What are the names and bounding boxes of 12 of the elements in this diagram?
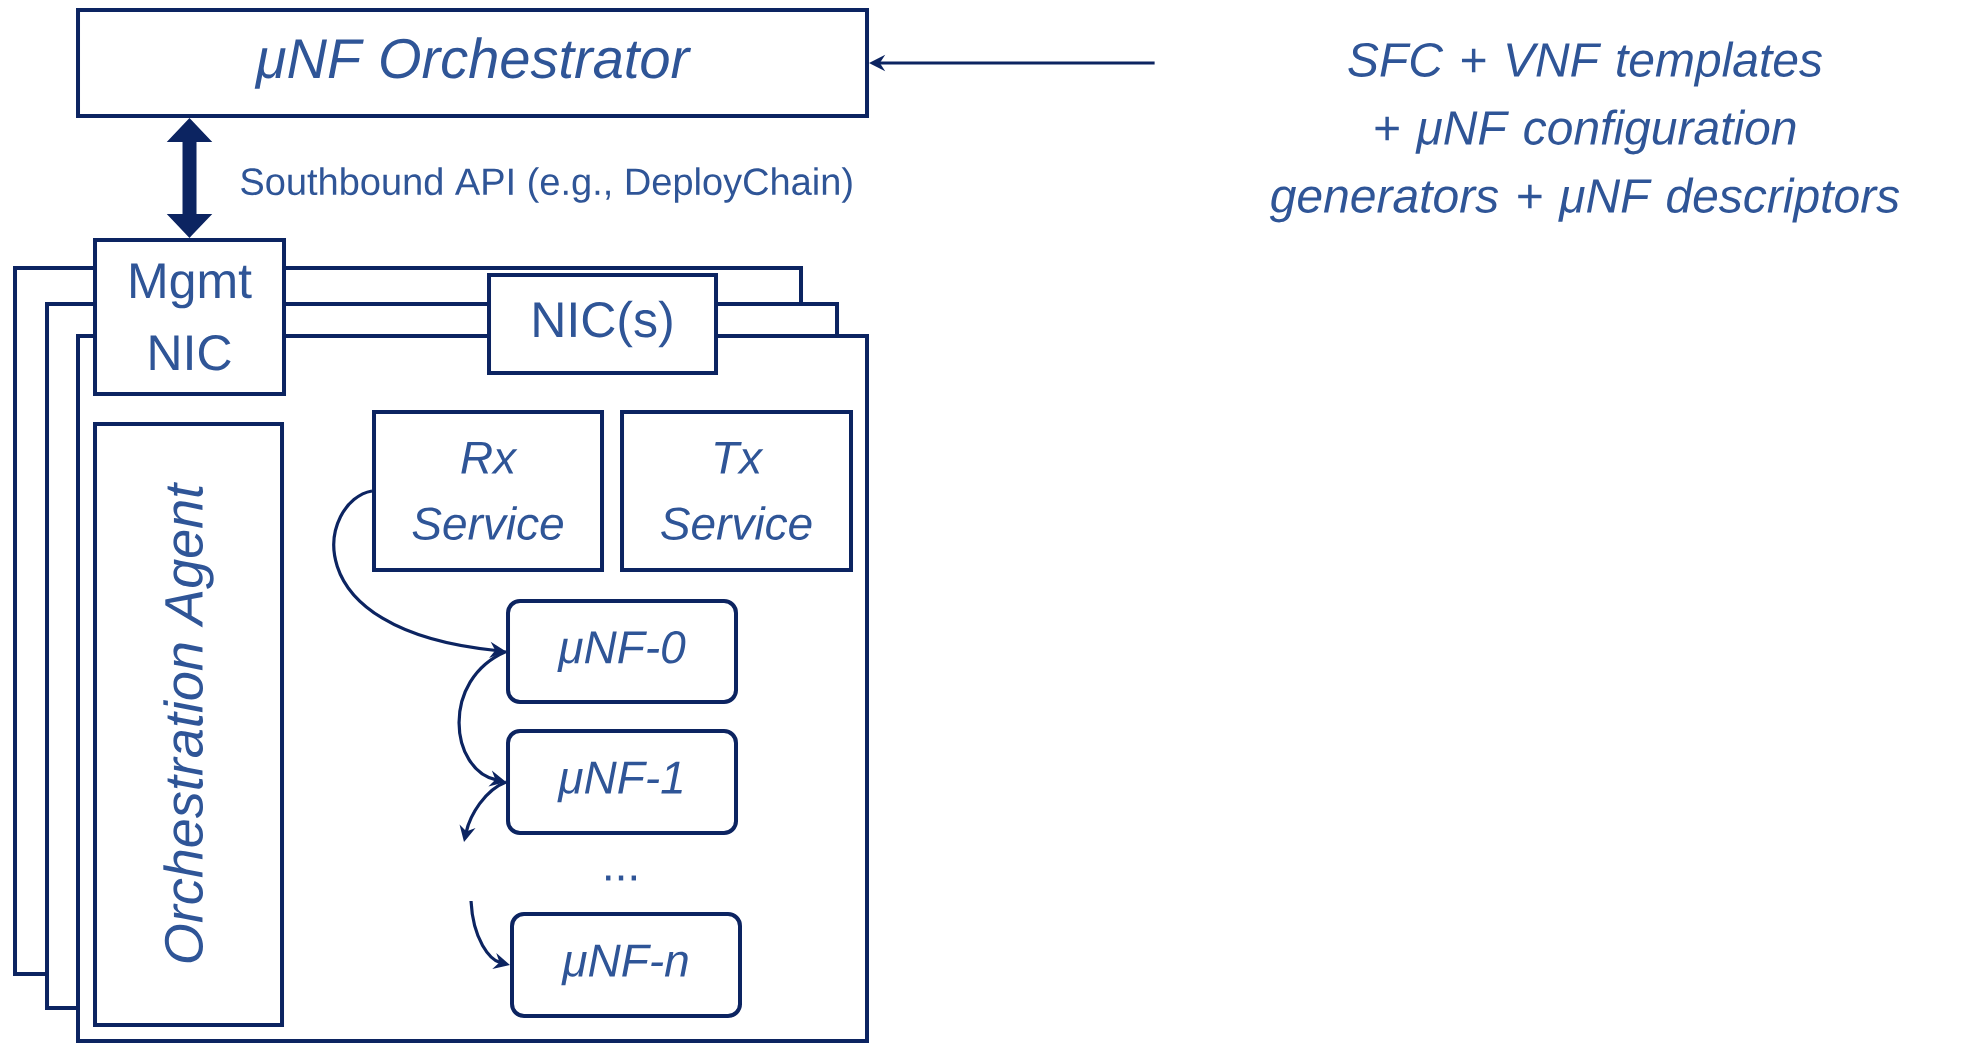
ellipsis: ... [606, 875, 636, 881]
nic-box: NIC(s) [487, 273, 718, 375]
function-box: μNF-0 [506, 599, 738, 704]
edge-label: Southbound API (e.g., DeployChain) [237, 165, 857, 205]
service-box: Rx Service [372, 410, 604, 572]
function-box: μNF-n [510, 912, 742, 1018]
service-box: Tx Service [620, 410, 853, 572]
function-box: μNF-1 [506, 729, 738, 835]
nic-box: Mgmt NIC [93, 238, 286, 396]
orchestrator-box: μNF Orchestrator [76, 8, 869, 118]
input-text: SFC + VNF templates + μNF configuration generators + μNF descriptors [1269, 41, 1900, 223]
agent-box: Orchestration Agent [93, 422, 284, 1027]
